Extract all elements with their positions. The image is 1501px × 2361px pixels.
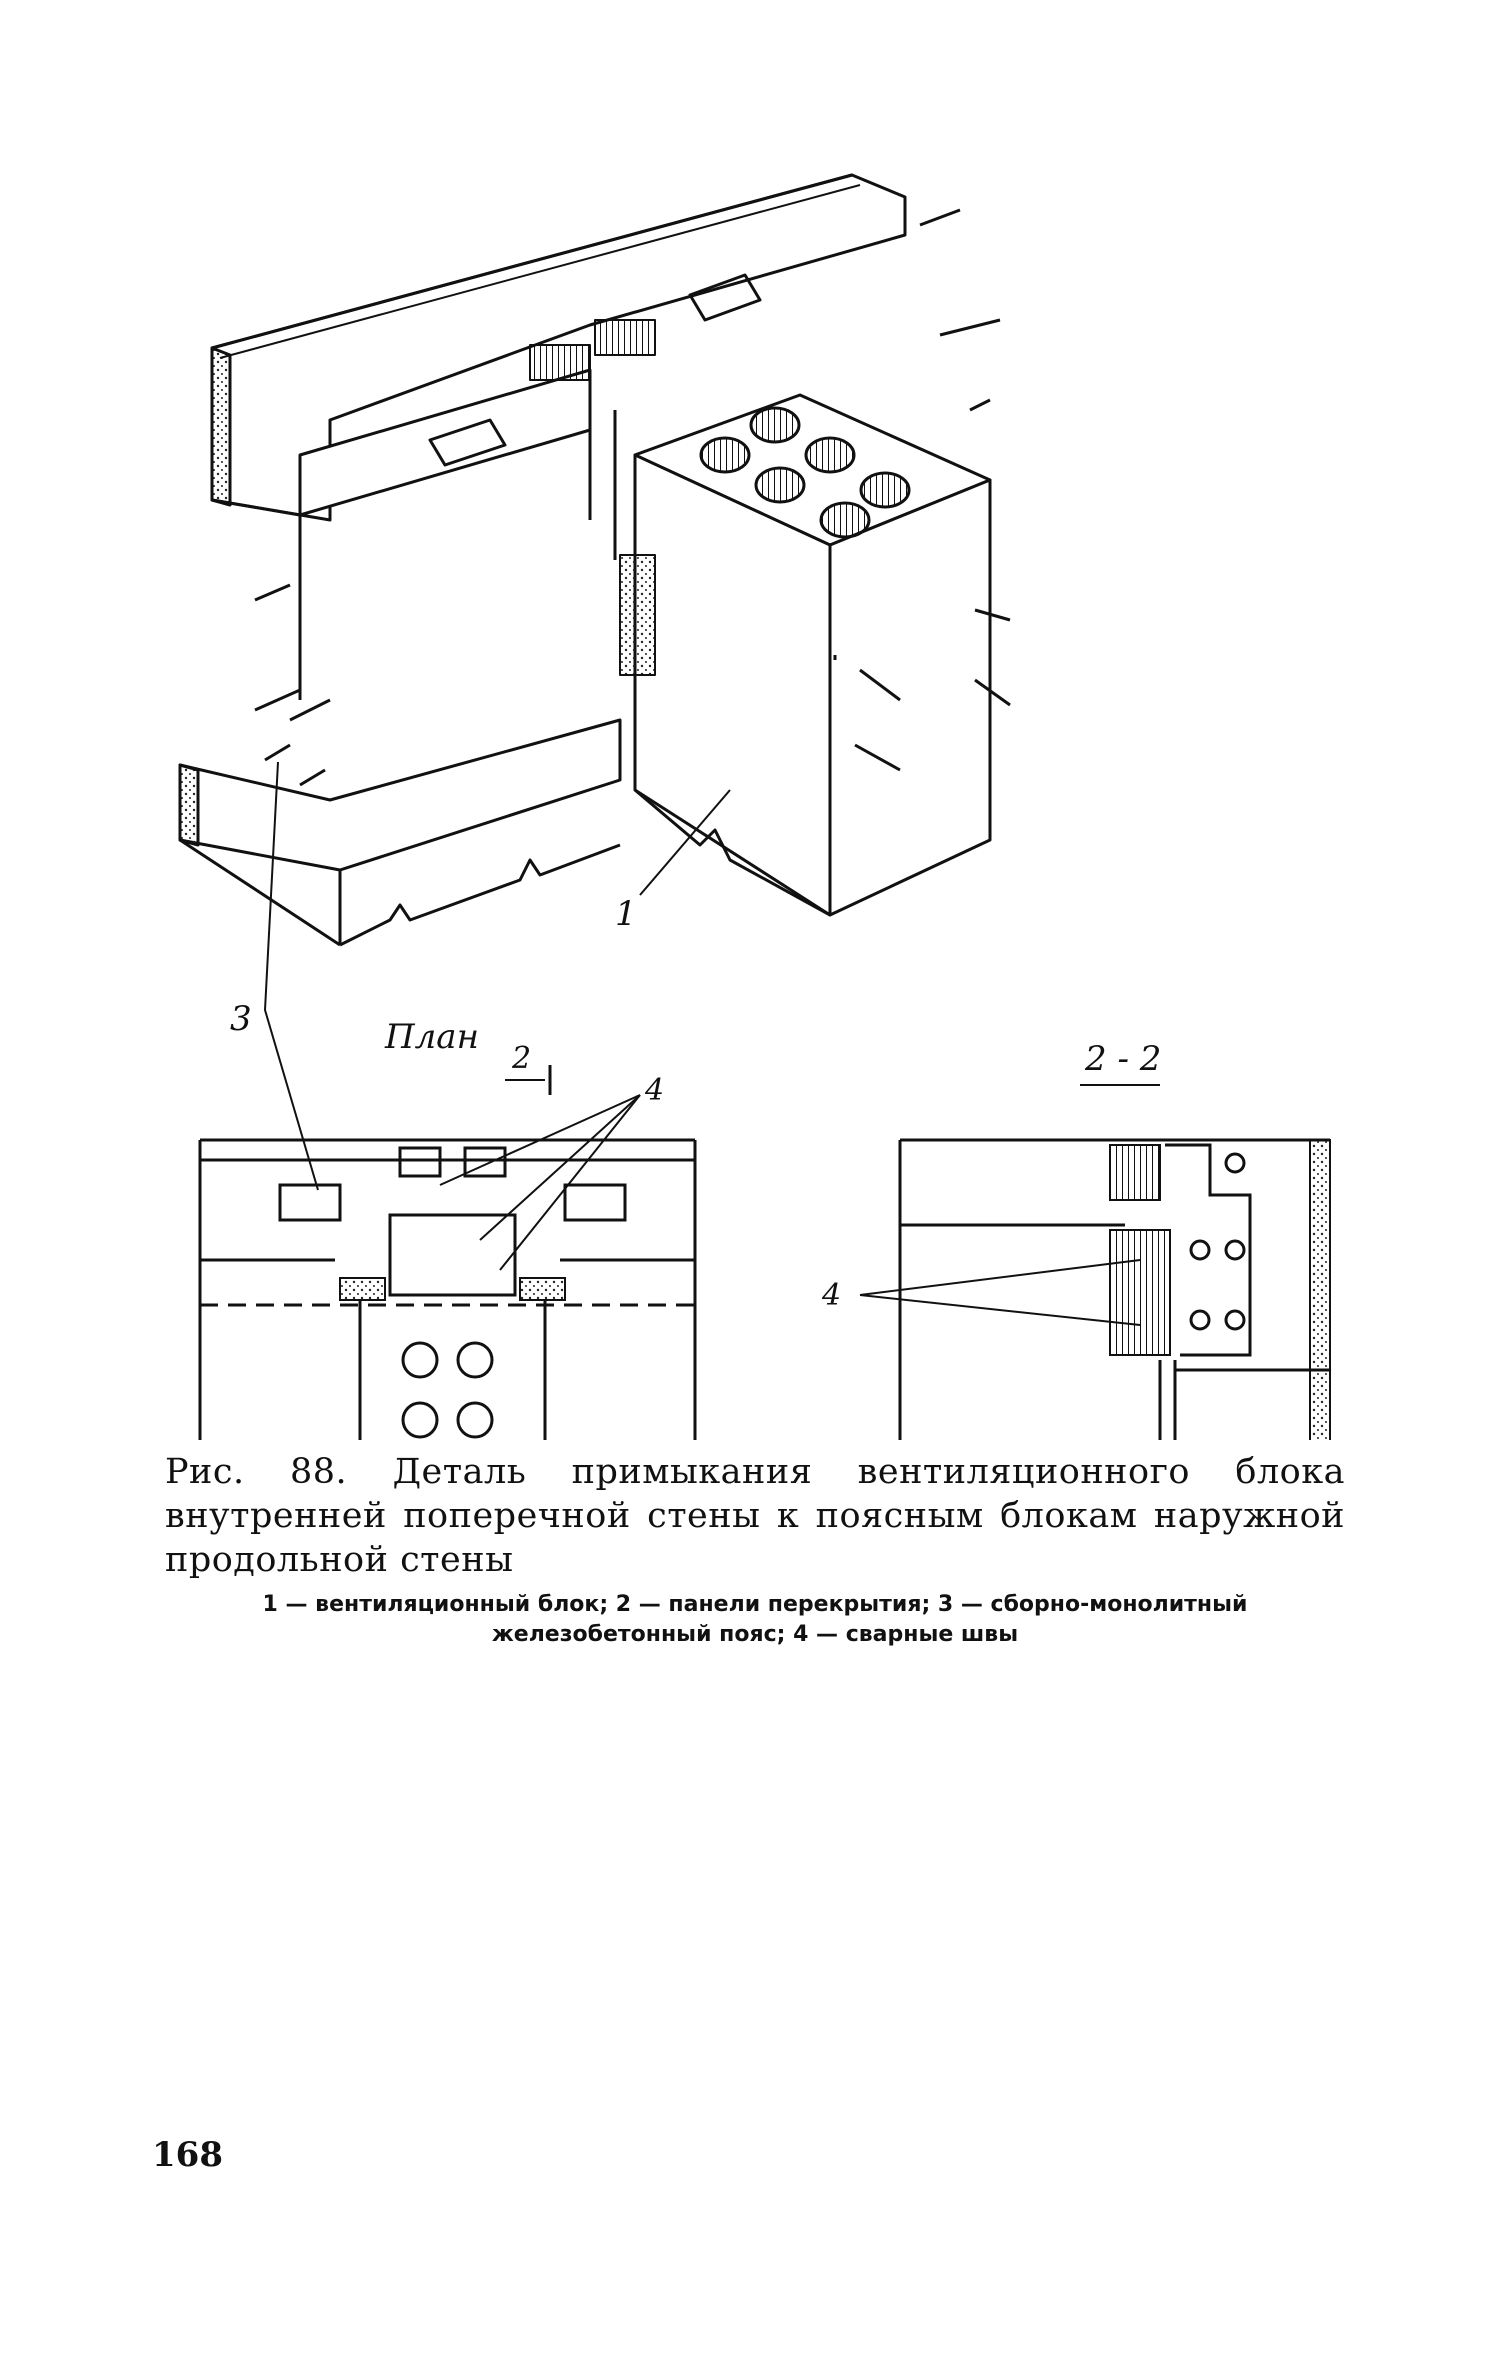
figure-88-drawing: 1 3 План: [178, 173, 1331, 1440]
page-number: 168: [152, 2135, 223, 2175]
plan-view: [198, 1065, 697, 1440]
caption-legend: 1 — вентиляционный блок; 2 — панели пере…: [262, 1592, 1248, 1647]
section-title: 2 - 2: [1084, 1039, 1161, 1079]
plan-title: План: [384, 1017, 479, 1057]
section-view: [859, 1138, 1331, 1440]
caption-title: Рис. 88. Деталь примыкания вентиляционно…: [165, 1452, 1345, 1580]
figure-caption: Рис. 88. Деталь примыкания вентиляционно…: [165, 1450, 1345, 1650]
label-3: 3: [230, 999, 252, 1039]
label-1-isometric: 1: [615, 894, 637, 934]
isometric-view: [178, 173, 1011, 1191]
plan-section-label-top: 2: [511, 1041, 531, 1076]
section-label-4: 4: [821, 1278, 841, 1313]
plan-label-4: 4: [644, 1073, 664, 1108]
